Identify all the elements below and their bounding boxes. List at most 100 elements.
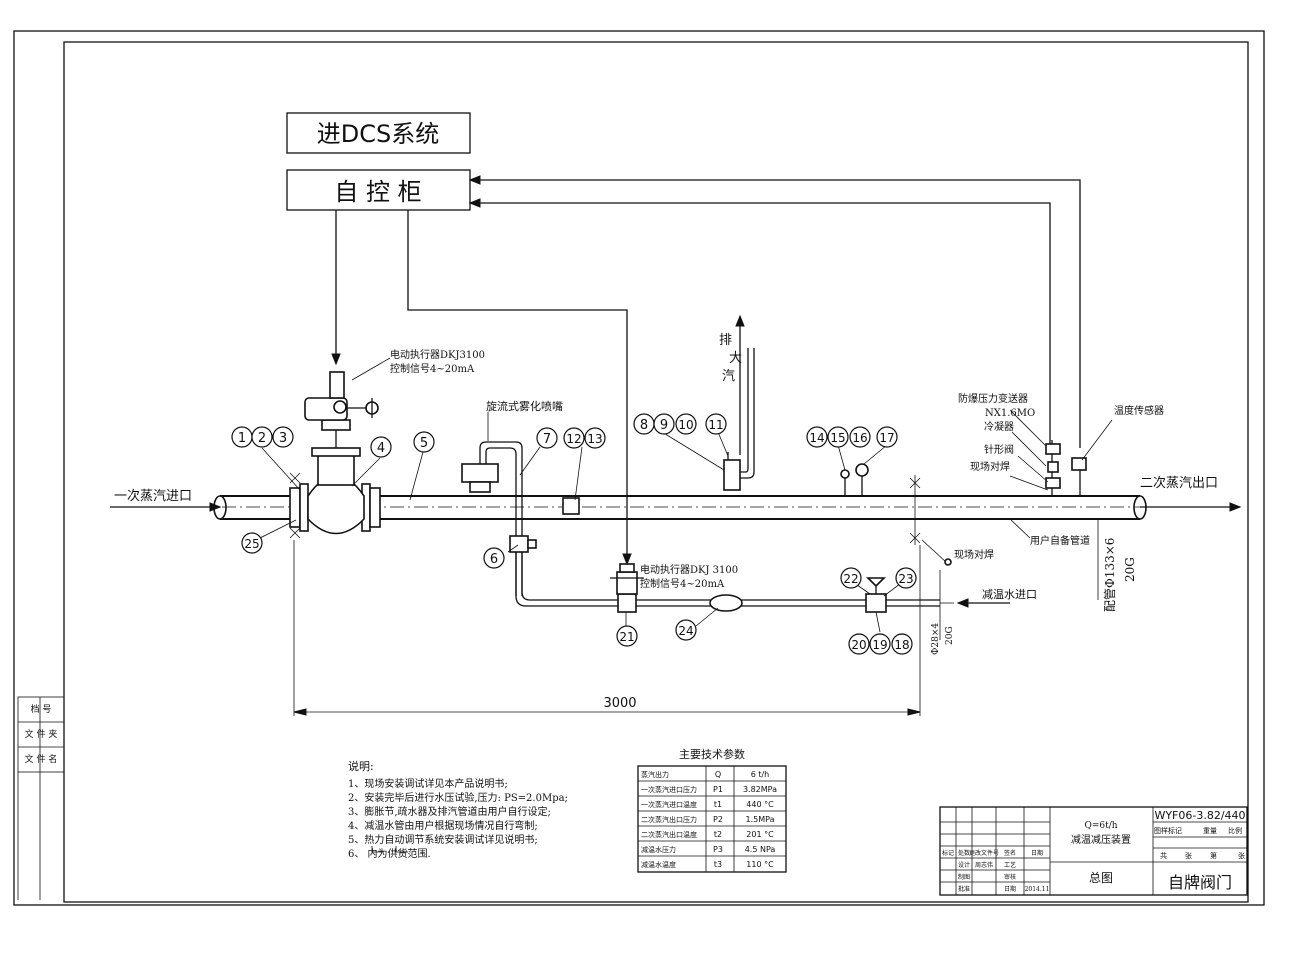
steam-inlet-label: 一次蒸汽进口 — [114, 488, 192, 504]
param-1-sym: P1 — [713, 785, 723, 794]
condenser-label: 冷凝器 — [984, 420, 1014, 433]
params-table: 主要技术参数 蒸汽出力 Q 6 t/h 一次蒸汽进口压力 P1 3.82MPa … — [637, 747, 787, 873]
bubble-20-label: 20 — [851, 638, 866, 652]
atomizing-nozzle — [461, 441, 523, 596]
bubble-3 — [272, 426, 294, 448]
note-2: 2、安装完毕后进行水压试验,压力: PS=2.0Mpa; — [348, 791, 568, 804]
bubble-5-label: 5 — [420, 436, 428, 451]
note-5: 5、热力自动调节系统安装调试详见说明书; — [348, 833, 538, 846]
bubble-12-label: 12 — [566, 432, 581, 446]
pipe-material-label: 20G — [1123, 557, 1137, 582]
note-1: 1、现场安装调试详见本产品说明书; — [348, 777, 508, 790]
transmitter-assembly — [1045, 440, 1087, 496]
sign-process-label: 工艺 — [1004, 861, 1016, 869]
company-name: 自牌阀门 — [1168, 873, 1232, 892]
bubble-19-label: 19 — [872, 638, 887, 652]
param-3-sym: P2 — [713, 815, 723, 824]
bubble-25-label: 25 — [244, 537, 259, 551]
bubble-22-label: 22 — [843, 572, 858, 586]
param-1-val: 3.82MPa — [743, 785, 777, 794]
sheet-cell-1: 共 — [1160, 851, 1167, 860]
bubble-18-label: 18 — [894, 638, 909, 652]
transmitter-model-label: NX1.6MO — [985, 408, 1035, 419]
user-pipe-label: 用户自备管道 — [1030, 534, 1090, 547]
note-4: 4、减温水管由用户根据现场情况自行弯制; — [348, 819, 538, 832]
pipe-spec-label: 配管Φ133×6 — [1102, 538, 1117, 612]
note-3: 3、膨胀节,疏水器及排汽管道由用户自行设定; — [348, 805, 551, 818]
exhaust-char-2: 大 — [729, 351, 742, 366]
bubble-14-label: 14 — [809, 431, 824, 445]
rev-cell-1: 标记 — [942, 849, 954, 857]
bubble-11-label: 11 — [708, 418, 723, 432]
cooling-water-pipe — [509, 535, 965, 613]
bubble-24-label: 24 — [678, 624, 693, 638]
side-row-folder: 文 件 夹 — [25, 728, 58, 740]
bubble-22 — [840, 567, 862, 589]
bubble-12 — [563, 427, 585, 449]
param-4-name: 二次蒸汽出口温度 — [641, 830, 697, 839]
exhaust-pipe — [723, 314, 755, 491]
dcs-label: 进DCS系统 — [317, 120, 439, 148]
outer-border — [13, 30, 1265, 906]
bubble-2-label: 2 — [258, 431, 266, 446]
bubble-10-label: 10 — [678, 418, 693, 432]
bubble-7-label: 7 — [543, 432, 551, 447]
param-3-val: 1.5MPa — [746, 815, 775, 824]
steam-outlet-label: 二次蒸汽出口 — [1140, 475, 1218, 491]
overall-dimension — [293, 540, 921, 716]
bubble-2 — [251, 426, 273, 448]
param-5-sym: P3 — [713, 845, 723, 854]
water-pipe-spec-label: Φ28×4 — [931, 623, 941, 655]
product-capacity: Q=6t/h — [1084, 821, 1117, 831]
param-2-name: 一次蒸汽进口温度 — [641, 800, 697, 809]
bubble-23 — [895, 567, 917, 589]
param-6-val: 110 °C — [746, 860, 774, 869]
sheet-cell-4: 张 — [1238, 851, 1245, 860]
pressure-gauge — [840, 463, 869, 496]
side-row-archive: 档 号 — [31, 703, 52, 715]
bubble-15 — [827, 426, 849, 448]
note-6: 6、 内为供货范围. — [348, 847, 431, 860]
electric-actuator-2 — [610, 563, 644, 595]
sign-review-label: 审核 — [1004, 873, 1016, 881]
param-0-name: 蒸汽出力 — [641, 770, 669, 779]
dcs-box — [286, 112, 471, 154]
sign-date-value: 2014.11 — [1025, 886, 1050, 893]
param-4-val: 201 °C — [746, 830, 774, 839]
bubble-13-label: 13 — [587, 432, 602, 446]
inner-border — [63, 41, 1249, 903]
param-5-val: 4.5 NPa — [745, 845, 776, 854]
param-2-val: 440 °C — [746, 800, 774, 809]
bubble-14 — [806, 426, 828, 448]
bubble-16-label: 16 — [852, 431, 867, 445]
actuator2-signal-label: 控制信号4~20mA — [640, 577, 725, 590]
rev-cell-4: 签名 — [1004, 849, 1016, 857]
header-cell-2: 重量 — [1203, 827, 1217, 835]
actuator2-model-label: 电动执行器DKJ 3100 — [640, 563, 738, 576]
sign-draw-label: 制图 — [958, 873, 970, 881]
bubble-5 — [413, 431, 435, 453]
params-title: 主要技术参数 — [679, 747, 745, 761]
nozzle-label: 旋流式雾化喷嘴 — [486, 399, 563, 413]
bubble-24 — [675, 619, 697, 641]
temp-sensor-label: 温度传感器 — [1114, 404, 1164, 417]
param-6-name: 减温水温度 — [641, 860, 676, 869]
bubble-10 — [675, 413, 697, 435]
notes: 说明: 1、现场安装调试详见本产品说明书; 2、安装完毕后进行水压试验,压力: … — [348, 759, 568, 860]
rev-cell-2: 处数 — [958, 849, 970, 857]
bubble-4-label: 4 — [377, 441, 385, 456]
bubble-7 — [536, 427, 558, 449]
dimension-3000-label: 3000 — [603, 696, 636, 711]
sign-date-label: 日期 — [1004, 885, 1016, 893]
control-cabinet-box — [286, 169, 471, 211]
param-0-val: 6 t/h — [751, 770, 770, 779]
view-name: 总图 — [1089, 871, 1113, 885]
bubble-23-label: 23 — [898, 572, 913, 586]
drawing-number: WYF06-3.82/440 — [1154, 809, 1245, 822]
sign-design-label: 设计 — [958, 861, 970, 869]
bubbles: 1 2 3 4 5 6 7 8 9 10 11 12 13 14 15 16 1… — [231, 413, 917, 655]
param-0-sym: Q — [715, 770, 721, 779]
bubble-3-label: 3 — [279, 431, 287, 446]
notes-title: 说明: — [348, 759, 374, 773]
header-cell-1: 图样标记 — [1154, 826, 1182, 835]
